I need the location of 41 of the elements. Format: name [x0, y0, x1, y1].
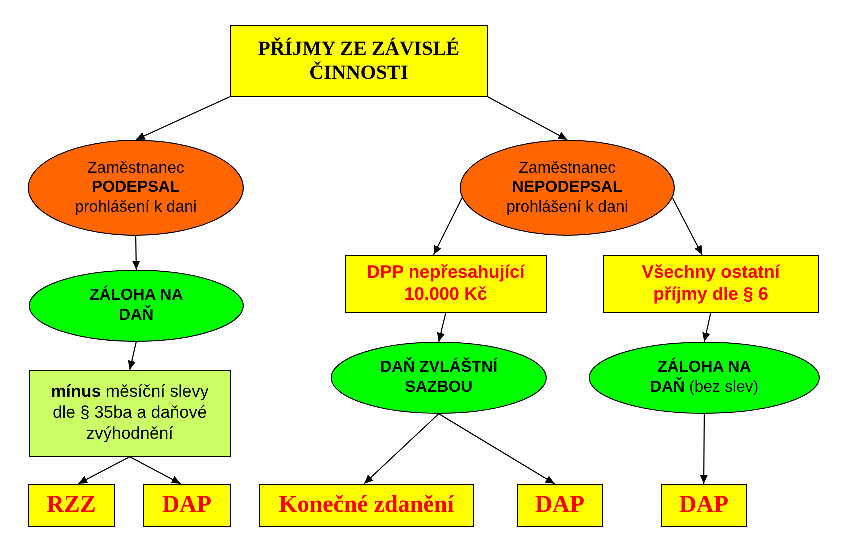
- node-text: ZÁLOHA NA DAŇ (bez slev): [649, 358, 760, 398]
- arrow: [672, 198, 703, 256]
- arrow: [132, 236, 140, 270]
- result-box: [517, 484, 603, 527]
- node-text: Zaměstnanec PODEPSAL prohlášení k dani: [74, 158, 198, 218]
- condition-box: [603, 255, 819, 313]
- arrow: [130, 456, 182, 484]
- arrow: [128, 342, 138, 370]
- node-text: Konečné zdanění: [278, 490, 454, 520]
- arrow: [488, 96, 568, 140]
- step-oval: [589, 342, 820, 414]
- node-text: mínus měsíční slevy dle § 35ba a daňové zvýhodnění: [50, 382, 210, 445]
- arrow: [136, 96, 230, 140]
- node-text: Zaměstnanec NEPODEPSAL prohlášení k dani: [506, 158, 630, 218]
- result-box: [143, 484, 231, 527]
- node-text: PŘÍJMY ZE ZÁVISLÉ ČINNOSTI: [257, 36, 461, 86]
- arrow: [702, 312, 712, 342]
- step-oval: [29, 270, 244, 342]
- arrow: [700, 414, 708, 484]
- result-box: [661, 484, 747, 527]
- step-oval: [331, 342, 547, 414]
- arrow: [433, 198, 463, 256]
- node-text: Všechny ostatní příjmy dle § 6: [640, 262, 782, 306]
- node-text: ZÁLOHA NA DAŇ: [88, 286, 184, 326]
- arrow: [438, 414, 556, 484]
- node-text: DAP: [679, 490, 729, 520]
- arrow: [364, 414, 440, 484]
- node-text: DAP: [162, 490, 212, 520]
- note-box: [29, 370, 231, 457]
- node-text: DPP nepřesahující 10.000 Kč: [366, 262, 526, 306]
- condition-oval: [28, 140, 244, 236]
- result-box: [28, 484, 115, 527]
- result-box: [259, 484, 474, 527]
- node-text: DAP: [535, 490, 585, 520]
- arrow: [78, 456, 130, 484]
- condition-oval: [460, 140, 675, 236]
- node-text: RZZ: [46, 490, 96, 520]
- arrow: [437, 312, 447, 342]
- heading-box: [230, 25, 488, 97]
- condition-box: [345, 255, 547, 313]
- node-text: DAŇ ZVLÁŠTNÍ SAZBOU: [379, 358, 499, 398]
